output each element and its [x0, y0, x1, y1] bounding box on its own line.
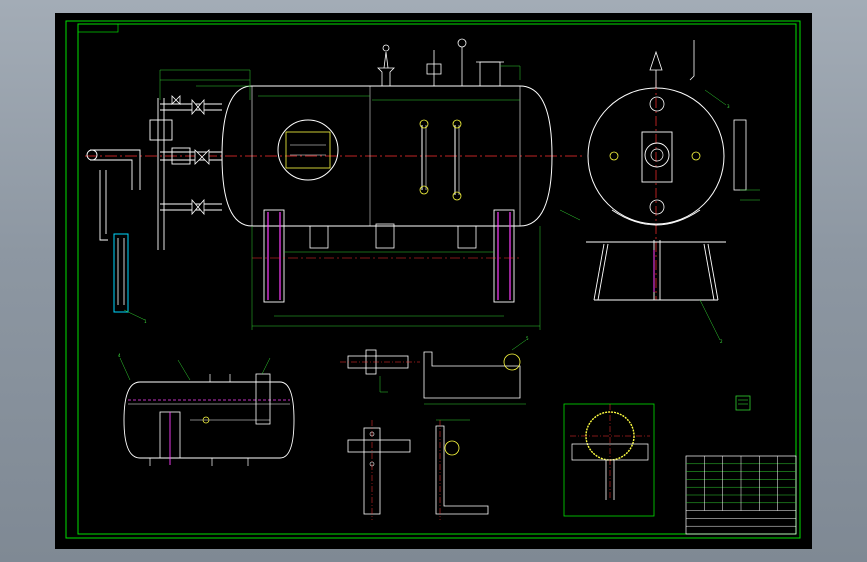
detail-label-1: 1: [144, 319, 147, 324]
detail-label-2: 2: [720, 339, 723, 344]
left-piping: [86, 98, 222, 250]
tank-elevation-view: 1: [85, 38, 585, 330]
valves: [171, 95, 210, 216]
bottom-dimensions: [251, 226, 541, 330]
bracket-details: 5: [340, 336, 529, 520]
top-nozzles: [377, 38, 504, 87]
outer-border: [65, 20, 801, 539]
pipe-clamp-detail: [563, 403, 655, 517]
manhole-cover: [285, 131, 331, 169]
bottom-nozzles: [309, 223, 477, 249]
notes-mark: [735, 395, 751, 411]
piping-dims: [159, 69, 251, 100]
drain-detail-box: [113, 233, 129, 313]
corner-box: [77, 23, 119, 33]
detail-label-4: 4: [118, 353, 121, 358]
detail-label-3: 3: [727, 104, 730, 109]
internal-section-view: 4: [118, 353, 295, 466]
top-nozzle-dims: [258, 65, 521, 101]
title-block: [685, 455, 797, 535]
detail-label-5: 5: [526, 336, 529, 341]
saddle-supports: [263, 209, 515, 303]
tank-side-view: 2 3: [559, 40, 760, 344]
inner-border: [77, 23, 797, 535]
manhole-outer: [277, 119, 339, 181]
